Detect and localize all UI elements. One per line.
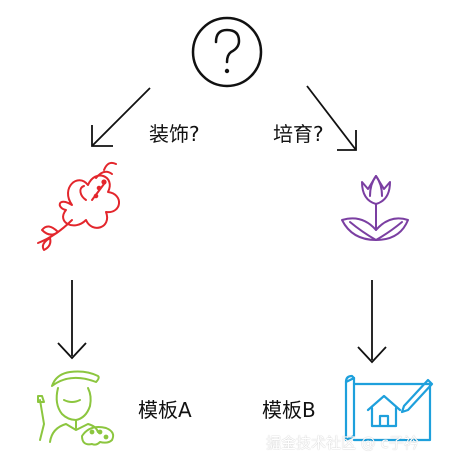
arrow-to-template-b: [357, 280, 387, 364]
cultivation-question-label: 培育?: [273, 122, 324, 146]
tulip-icon: [341, 175, 409, 241]
template-a-label: 模板A: [138, 398, 192, 422]
template-b-label: 模板B: [262, 398, 316, 422]
hibiscus-flower-icon: [37, 161, 120, 251]
arrow-to-cultivation: [306, 85, 357, 151]
question-mark-circle-icon: [191, 16, 263, 88]
arrow-to-decoration: [91, 87, 151, 147]
house-blueprint-icon: [344, 374, 434, 442]
watermark-text: 掘金技术社区 @ c子衿: [266, 434, 419, 452]
arrow-to-template-a: [57, 280, 87, 360]
artist-with-palette-icon: [37, 370, 115, 446]
decoration-question-label: 装饰?: [149, 122, 200, 146]
